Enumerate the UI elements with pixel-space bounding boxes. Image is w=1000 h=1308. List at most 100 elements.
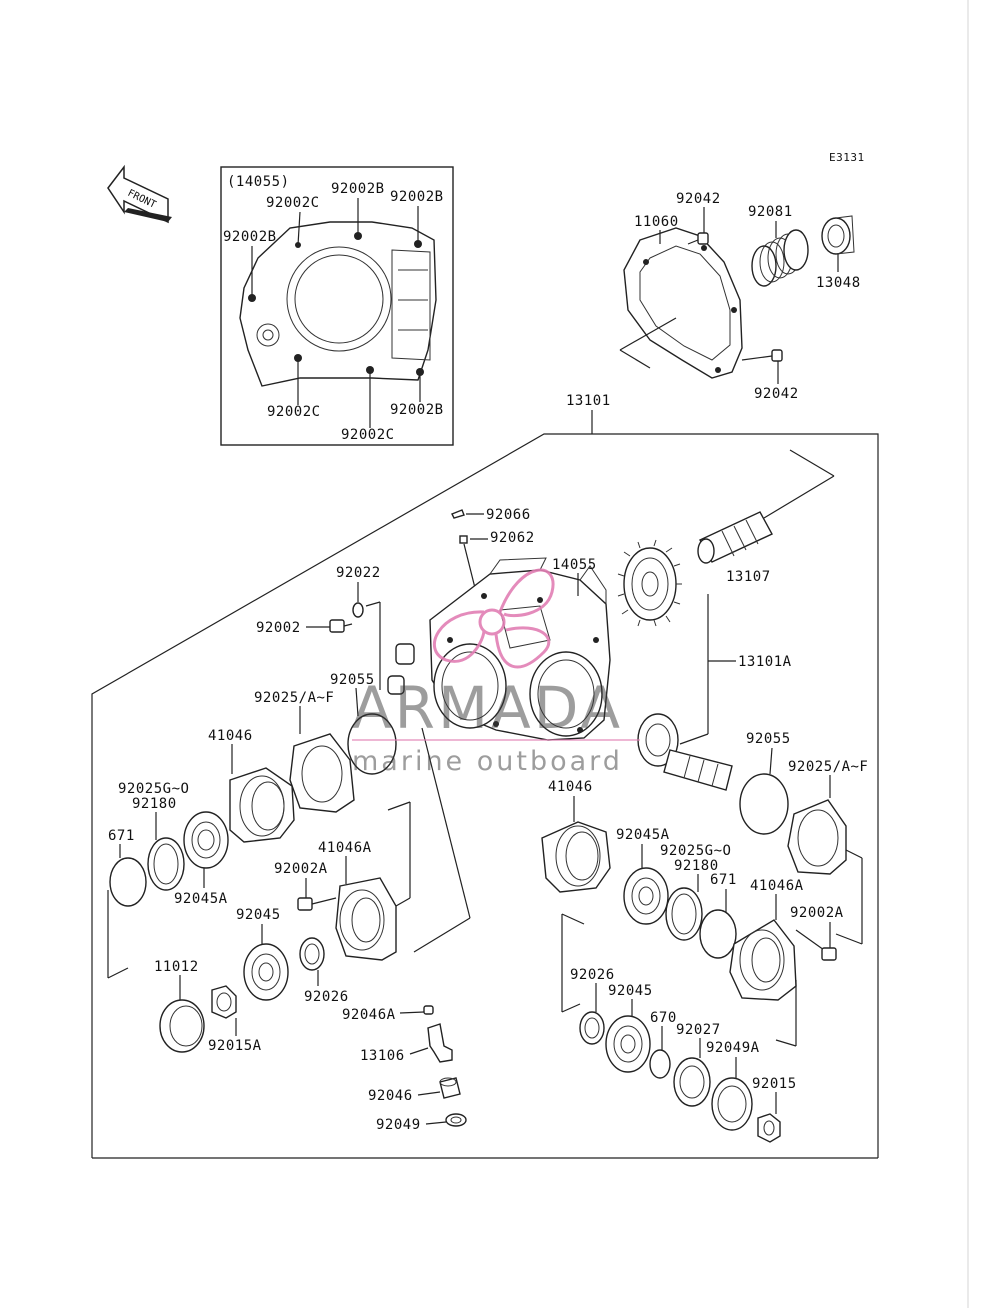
bearing-92045A-right <box>623 867 669 925</box>
inset-title: (14055) <box>227 174 290 190</box>
bolt-92002A-right <box>795 929 837 961</box>
bearing-92045-left <box>243 943 289 1001</box>
propeller-logo-icon <box>433 568 555 669</box>
bearing-92045-right <box>605 1015 651 1073</box>
o-ring-671-left <box>109 857 147 907</box>
ring-92026-right <box>579 1011 605 1045</box>
nut-92015A <box>211 985 237 1019</box>
bearing-housing-41046-right <box>541 821 611 893</box>
shim-92025-right <box>787 799 847 875</box>
watermark: ARMADA marine outboard <box>352 568 640 777</box>
label-92046A: 92046A <box>342 1007 396 1023</box>
label-92015A: 92015A <box>208 1038 262 1054</box>
label-92055-right: 92055 <box>746 731 791 747</box>
spring-92081 <box>751 229 809 287</box>
collar-13048 <box>821 215 855 255</box>
inset-label-b-bottom-right: 92002B <box>390 402 444 418</box>
label-92045A-right: 92045A <box>616 827 670 843</box>
shaft-13107 <box>697 511 773 564</box>
label-92025-right: 92025/A~F <box>788 759 868 775</box>
bolt-92002A-left <box>297 897 337 911</box>
label-92049A: 92049A <box>706 1040 760 1056</box>
inset-label-c-bottom-mid: 92002C <box>341 427 395 443</box>
label-11012: 11012 <box>154 959 199 975</box>
bevel-gear-upper <box>617 539 682 627</box>
label-13101: 13101 <box>566 393 611 409</box>
label-92025G-left: 92025G~O <box>118 781 189 797</box>
cap-11012 <box>159 999 205 1053</box>
label-14055: 14055 <box>552 557 597 573</box>
inset-label-b-left: 92002B <box>223 229 277 245</box>
label-92066: 92066 <box>486 507 531 523</box>
watermark-title: ARMADA <box>352 674 623 742</box>
shim-92025-left <box>289 733 355 813</box>
front-arrow-icon: FRONT <box>107 164 172 224</box>
pin-92066 <box>451 509 465 519</box>
label-92180-left: 92180 <box>132 796 177 812</box>
label-13048: 13048 <box>816 275 861 291</box>
housing-face-drawing <box>239 221 437 387</box>
label-92026-right: 92026 <box>570 967 615 983</box>
label-92045-left: 92045 <box>236 907 281 923</box>
label-92045A-left: 92045A <box>174 891 228 907</box>
o-ring-92055-right <box>739 773 789 835</box>
label-92026-left: 92026 <box>304 989 349 1005</box>
label-92002A-left: 92002A <box>274 861 328 877</box>
label-92002A-right: 92002A <box>790 905 844 921</box>
label-13107: 13107 <box>726 569 771 585</box>
drive-gear-13106 <box>427 1023 453 1063</box>
label-41046-left: 41046 <box>208 728 253 744</box>
label-670: 670 <box>650 1010 677 1026</box>
label-92025G-right: 92025G~O <box>660 843 731 859</box>
bushing-92046 <box>439 1077 461 1099</box>
seal-92049A <box>711 1077 753 1131</box>
bushing-92049 <box>445 1113 467 1127</box>
label-92062: 92062 <box>490 530 535 546</box>
dowel-pin-92042-bottom <box>741 349 783 362</box>
plug-92062 <box>459 535 468 544</box>
bearing-housing-41046-left <box>229 767 295 843</box>
label-41046-right: 41046 <box>548 779 593 795</box>
inset-label-b-top-right: 92002B <box>390 189 444 205</box>
inset-leader-lines <box>251 198 421 428</box>
label-92027: 92027 <box>676 1022 721 1038</box>
plug-92046A <box>423 1005 434 1015</box>
watermark-subtitle: marine outboard <box>352 746 623 777</box>
shim-92180-right <box>665 887 703 941</box>
label-92042-top: 92042 <box>676 191 721 207</box>
ring-92026-left <box>299 937 325 971</box>
label-92045-right: 92045 <box>608 983 653 999</box>
o-ring-671-right <box>699 909 737 959</box>
o-ring-670 <box>649 1049 671 1079</box>
label-13101A: 13101A <box>738 654 792 670</box>
nut-92015 <box>757 1113 781 1143</box>
label-671-right: 671 <box>710 872 737 888</box>
label-671-left: 671 <box>108 828 135 844</box>
bearing-housing-41046A-right <box>729 919 797 1001</box>
label-92022: 92022 <box>336 565 381 581</box>
ring-92027 <box>673 1057 711 1107</box>
dowel-pin-92042-top <box>687 232 709 245</box>
inset-panel: (14055) 92002C 92002B 92002B 92002B 9200… <box>220 166 454 446</box>
inset-label-c-bottom-left: 92002C <box>267 404 321 420</box>
diagram-code: E3131 <box>829 151 865 164</box>
label-92002: 92002 <box>256 620 301 636</box>
inset-label-c-top: 92002C <box>266 195 320 211</box>
label-92049: 92049 <box>376 1117 421 1133</box>
label-92081: 92081 <box>748 204 793 220</box>
label-41046A-right: 41046A <box>750 878 804 894</box>
cover-gasket-11060 <box>619 227 743 379</box>
shim-92180-left <box>147 837 185 891</box>
label-92055-left: 92055 <box>330 672 375 688</box>
label-13106: 13106 <box>360 1048 405 1064</box>
label-92046: 92046 <box>368 1088 413 1104</box>
label-92042-bottom: 92042 <box>754 386 799 402</box>
bolt-92002 <box>329 619 353 633</box>
washer-92022 <box>352 602 364 618</box>
pinion-shaft-13101A <box>637 713 733 791</box>
label-11060: 11060 <box>634 214 679 230</box>
label-92015: 92015 <box>752 1076 797 1092</box>
bearing-housing-41046A-left <box>335 877 397 961</box>
assembly-border <box>91 433 879 1158</box>
